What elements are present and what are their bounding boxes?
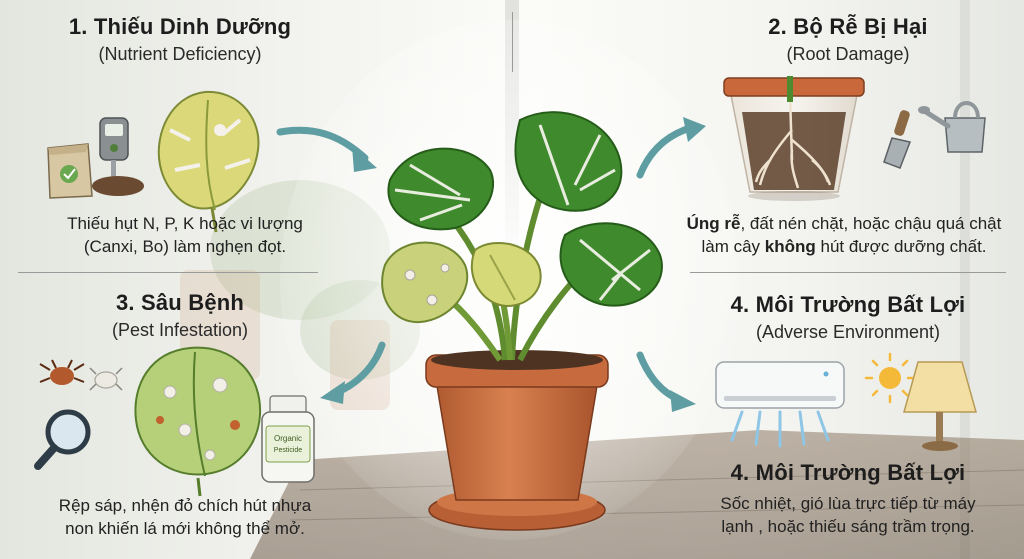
infested-leaf-icon (134, 346, 262, 497)
section-4-title-repeat: 4. Môi Trường Bất Lợi (730, 460, 966, 485)
yellow-leaf-icon (157, 90, 260, 233)
magnifier-icon (34, 409, 91, 470)
table-lamp-icon (903, 361, 977, 451)
window-frame-right (960, 0, 970, 559)
divider-right (690, 272, 1006, 273)
section-3-title: 3. Sâu Bệnh (115, 290, 245, 315)
section-2-desc-line-2-c: hút được dưỡng chất. (815, 237, 987, 256)
arrow-1-to-plant (276, 126, 377, 172)
section-4-subtitle: (Adverse Environment) (755, 322, 941, 342)
pesticide-bottle-icon: Organic Pesticide (261, 395, 315, 483)
section-2-description: Úng rễ, đất nén chặt, hoặc chậu quá chật… (670, 212, 1018, 258)
section-1-subtitle: (Nutrient Deficiency) (98, 44, 262, 64)
divider-left (18, 272, 318, 273)
section-2-desc-line-2: làm cây không hút được dưỡng chất. (670, 235, 1018, 258)
soil-meter-icon (99, 117, 129, 182)
section-2-subtitle: (Root Damage) (786, 44, 910, 64)
air-conditioner-icon (715, 361, 845, 448)
section-3-subtitle: (Pest Infestation) (111, 320, 249, 340)
sun-icon (864, 352, 916, 404)
fertilizer-bag-icon (47, 143, 93, 199)
section-1-title: 1. Thiếu Dinh Dưỡng (68, 14, 292, 39)
mite-icon (39, 359, 85, 385)
divider-vertical (512, 12, 513, 72)
section-1-desc-line-2: (Canxi, Bo) làm nghẹn đọt. (83, 237, 287, 256)
arrow-plant-to-3 (320, 341, 386, 404)
section-4-desc-line-2: lạnh , hoặc thiếu sáng trầm trọng. (721, 517, 975, 536)
trowel-icon (883, 110, 912, 169)
soil-pile-icon (92, 176, 144, 196)
pesticide-label-1: Organic (274, 434, 302, 443)
watering-can-icon (918, 101, 986, 153)
section-3-desc-line-1: Rệp sáp, nhện đỏ chích hút nhựa (58, 496, 312, 515)
section-1-description: Thiếu hụt N, P, K hoặc vi lượng (Canxi, … (20, 212, 350, 258)
section-4-title: 4. Môi Trường Bất Lợi (730, 292, 966, 317)
section-3-description: Rệp sáp, nhện đỏ chích hút nhựa non khiế… (10, 494, 360, 540)
pesticide-label-2: Pesticide (274, 447, 303, 454)
section-2-title: 2. Bộ Rễ Bị Hại (768, 14, 928, 39)
section-4-description: Sốc nhiệt, gió lùa trực tiếp từ máy lạnh… (676, 492, 1020, 538)
arrow-plant-to-2 (636, 117, 706, 179)
arrow-plant-to-4 (636, 351, 696, 412)
section-1-desc-line-1: Thiếu hụt N, P, K hoặc vi lượng (67, 214, 303, 233)
section-4-desc-line-1: Sốc nhiệt, gió lùa trực tiếp từ máy (720, 494, 976, 513)
section-2-desc-line-2-a: làm cây (701, 237, 765, 256)
section-2-desc-line-1: Úng rễ, đất nén chặt, hoặc chậu quá chật (670, 212, 1018, 235)
mealybug-icon (89, 367, 123, 391)
section-3-desc-line-2: non khiến lá mới không thể mở. (65, 519, 305, 538)
root-rot-emphasis: Úng rễ (686, 214, 741, 233)
root-pot-icon (723, 76, 865, 201)
section-2-desc-line-1-rest: , đất nén chặt, hoặc chậu quá chật (740, 214, 1002, 233)
monstera-plant-icon (381, 111, 663, 531)
not-emphasis: không (764, 237, 816, 256)
